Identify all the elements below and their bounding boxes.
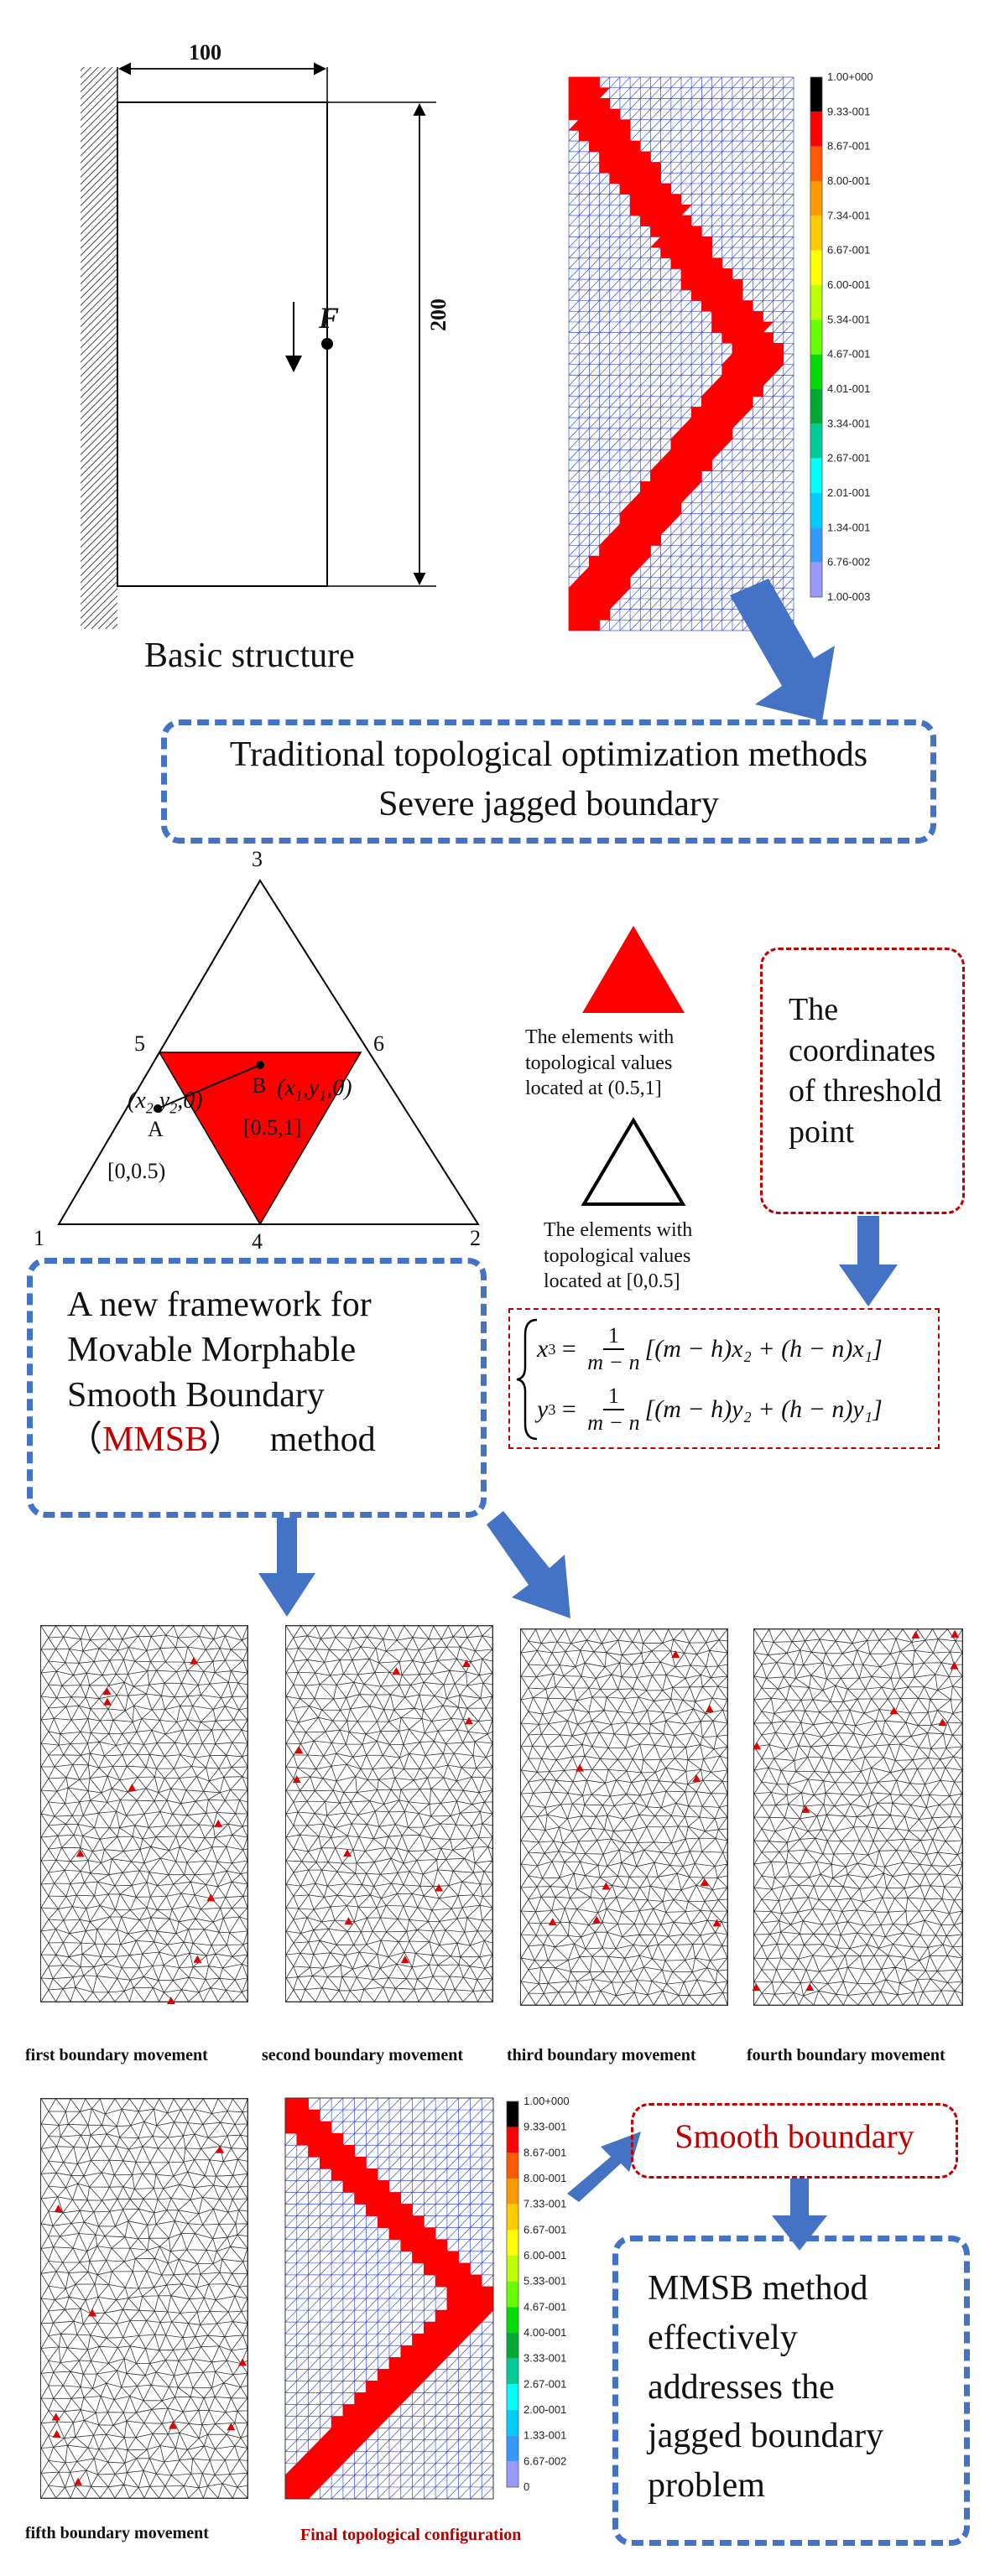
svg-text:0: 0	[524, 2480, 529, 2493]
svg-text:2.01-001: 2.01-001	[827, 486, 870, 499]
svg-text:3.33-001: 3.33-001	[524, 2352, 566, 2365]
mesh-fourth-movement	[752, 1628, 963, 2006]
range-b: [0.5,1]	[243, 1115, 302, 1140]
point-b	[256, 1061, 264, 1069]
mesh-first-movement	[40, 1625, 248, 2005]
caption-first-movement: first boundary movement	[25, 2046, 208, 2064]
svg-text:2.67-001: 2.67-001	[524, 2377, 566, 2390]
range-a: [0,0.5)	[107, 1159, 166, 1183]
basic-structure-diagram	[81, 62, 436, 629]
svg-text:4.01-001: 4.01-001	[827, 382, 870, 395]
arrows-to-meshes	[258, 1511, 570, 1618]
threshold-point-box	[760, 948, 965, 1214]
height-dimension-label: 200	[426, 299, 451, 331]
white-element-text: The elements with topological values loc…	[544, 1219, 693, 1293]
coord-left: (x2,y2,0)	[128, 1088, 203, 1117]
triangle-element-diagram	[57, 879, 480, 1226]
svg-text:6.67-001: 6.67-001	[524, 2223, 566, 2236]
arrow-to-formula	[839, 1216, 898, 1306]
red-element-text: The elements with topological values loc…	[525, 1026, 675, 1100]
node-1: 1	[34, 1226, 44, 1250]
svg-text:6.00-001: 6.00-001	[827, 278, 870, 291]
caption-final-configuration: Final topological configuration	[300, 2526, 522, 2544]
svg-text:4.67-001: 4.67-001	[524, 2300, 566, 2313]
label-point-a: A	[148, 1117, 164, 1141]
svg-text:8.67-001: 8.67-001	[827, 140, 870, 153]
width-dimension-label: 100	[189, 40, 221, 65]
svg-text:1.33-001: 1.33-001	[524, 2429, 566, 2442]
svg-text:5.34-001: 5.34-001	[827, 313, 870, 325]
threshold-point-text: The coordinates of threshold point	[789, 992, 942, 1150]
mesh-third-movement	[520, 1628, 728, 2006]
node-3: 3	[252, 847, 263, 871]
svg-text:1.00+000: 1.00+000	[827, 70, 873, 83]
conclusion-text: MMSB method effectively addresses the ja…	[648, 2269, 884, 2506]
svg-text:6.00-001: 6.00-001	[524, 2249, 566, 2262]
svg-text:3.34-001: 3.34-001	[827, 417, 870, 429]
svg-text:7.33-001: 7.33-001	[524, 2198, 566, 2210]
node-2: 2	[470, 1226, 481, 1250]
smooth-boundary-text: Smooth boundary	[675, 2117, 914, 2155]
traditional-methods-line2: Severe jagged boundary	[378, 785, 719, 823]
jagged-topology-result: 1.00+000 9.33-001 8.67-001 8.00-001 7.34-001…	[568, 70, 873, 631]
svg-text:7.34-001: 7.34-001	[827, 209, 870, 221]
svg-text:8.00-001: 8.00-001	[524, 2172, 566, 2184]
arrow-to-smooth-boundary	[567, 2132, 641, 2202]
svg-text:4.00-001: 4.00-001	[524, 2326, 566, 2339]
label-point-b: B	[252, 1073, 267, 1098]
fixed-support-hatch	[81, 67, 117, 629]
svg-text:2.00-001: 2.00-001	[524, 2403, 566, 2416]
svg-text:9.33-001: 9.33-001	[827, 105, 870, 117]
svg-text:6.67-002: 6.67-002	[524, 2454, 566, 2467]
svg-text:1.00-003: 1.00-003	[827, 590, 870, 603]
caption-fifth-movement: fifth boundary movement	[25, 2524, 209, 2542]
svg-text:2.67-001: 2.67-001	[827, 452, 870, 465]
svg-text:6.76-002: 6.76-002	[827, 556, 870, 569]
arrow-to-traditional	[730, 579, 835, 721]
svg-text:8.67-001: 8.67-001	[524, 2146, 566, 2158]
solid-sub-element	[158, 1052, 362, 1226]
point-a	[154, 1104, 162, 1113]
conclusion-box	[612, 2236, 970, 2546]
caption-second-movement: second boundary movement	[262, 2046, 464, 2064]
svg-text:1.00+000: 1.00+000	[524, 2095, 570, 2107]
svg-text:6.67-001: 6.67-001	[827, 244, 870, 257]
mmsb-framework-text: A new framework for Movable Morphable Sm…	[67, 1285, 376, 1460]
node-6: 6	[373, 1031, 384, 1056]
caption-third-movement: third boundary movement	[507, 2046, 696, 2064]
red-element-icon	[582, 926, 685, 1013]
formula-box	[508, 1308, 940, 1449]
mesh-fifth-movement	[40, 2098, 248, 2499]
traditional-methods-line1: Traditional topological optimization met…	[229, 735, 868, 774]
formula-brace	[516, 1318, 538, 1441]
structure-outline	[117, 101, 328, 587]
node-4: 4	[252, 1229, 263, 1254]
force-label: F	[319, 301, 340, 335]
white-element-icon	[581, 1117, 686, 1206]
mmsb-framework-box	[27, 1258, 487, 1518]
mesh-second-movement	[285, 1625, 493, 2002]
basic-structure-caption: Basic structure	[144, 636, 355, 675]
svg-text:8.00-001: 8.00-001	[827, 174, 870, 187]
load-point	[321, 338, 333, 350]
svg-text:9.33-001: 9.33-001	[524, 2121, 566, 2133]
traditional-methods-box	[161, 719, 936, 844]
threshold-segment	[157, 1064, 261, 1109]
smooth-boundary-box	[631, 2103, 958, 2179]
coord-right: (x1,y1,0)	[277, 1075, 352, 1104]
caption-fourth-movement: fourth boundary movement	[747, 2046, 946, 2064]
svg-text:4.67-001: 4.67-001	[827, 348, 870, 361]
svg-text:5.33-001: 5.33-001	[524, 2275, 566, 2288]
arrow-to-conclusion	[772, 2179, 827, 2251]
final-topology-result: 1.00+000 9.33-001 8.67-001 8.00-001 7.33-001…	[284, 2095, 570, 2500]
svg-text:1.34-001: 1.34-001	[827, 521, 870, 533]
node-5: 5	[134, 1031, 145, 1056]
